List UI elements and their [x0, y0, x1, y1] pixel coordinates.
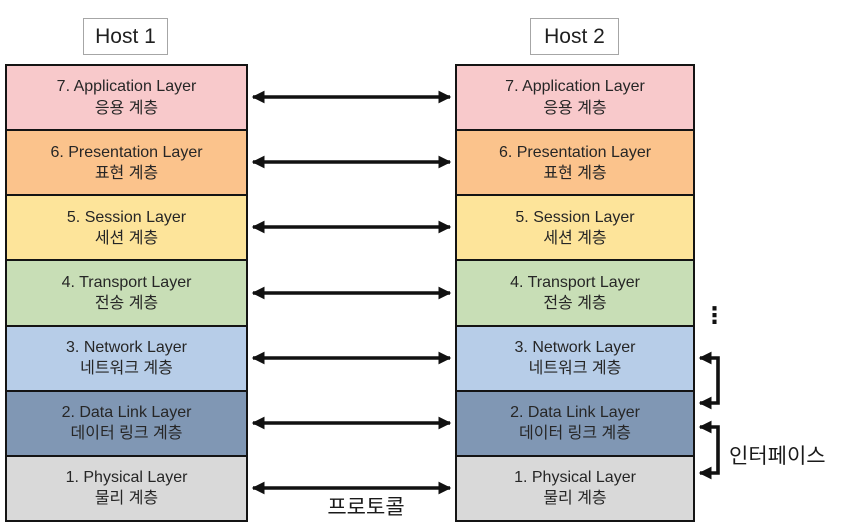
layer-name-ko: 데이터 링크 계층 [519, 425, 631, 443]
host1-layer-network: 3. Network Layer 네트워크 계층 [7, 324, 246, 390]
layer-name-en: 7. Application Layer [56, 78, 197, 96]
layer-name-ko: 물리 계층 [94, 490, 159, 508]
layer-name-en: 3. Network Layer [66, 339, 187, 357]
layer-name-en: 4. Transport Layer [61, 273, 192, 291]
host1-layer-physical: 1. Physical Layer 물리 계층 [7, 454, 246, 520]
layer-name-ko: 전송 계층 [543, 294, 607, 312]
layer-name-en: 5. Session Layer [66, 208, 187, 226]
layer-name-en: 2. Data Link Layer [510, 404, 640, 422]
layer-name-ko: 세션 계층 [94, 229, 159, 247]
layer-name-en: 1. Physical Layer [514, 469, 636, 487]
host1-layer-stack: 7. Application Layer 응용 계층 6. Presentati… [5, 64, 248, 522]
layer-name-ko: 응용 계층 [543, 99, 607, 117]
layer-name-en: 3. Network Layer [514, 339, 636, 357]
host2-layer-stack: 7. Application Layer 응용 계층 6. Presentati… [455, 64, 695, 522]
interface-bracket-network-datalink [698, 351, 720, 410]
host1-layer-application: 7. Application Layer 응용 계층 [7, 66, 246, 130]
host2-layer-datalink: 2. Data Link Layer 데이터 링크 계층 [457, 389, 693, 455]
layer-name-ko: 전송 계층 [94, 294, 159, 312]
layer-name-en: 6. Presentation Layer [498, 143, 652, 161]
host1-layer-datalink: 2. Data Link Layer 데이터 링크 계층 [7, 389, 246, 455]
host1-layer-transport: 4. Transport Layer 전송 계층 [7, 259, 246, 325]
layer-name-ko: 네트워크 계층 [80, 360, 173, 378]
layer-name-en: 6. Presentation Layer [50, 143, 203, 161]
layer-name-en: 2. Data Link Layer [61, 404, 192, 422]
host2-layer-session: 5. Session Layer 세션 계층 [457, 194, 693, 260]
interface-label: 인터페이스 [729, 445, 826, 468]
host1-label: Host 1 [83, 18, 168, 55]
layer-name-en: 7. Application Layer [505, 78, 645, 96]
host1-layer-session: 5. Session Layer 세션 계층 [7, 194, 246, 260]
layer-name-ko: 데이터 링크 계층 [70, 425, 183, 443]
vertical-ellipsis-icon: ⋮ [703, 302, 726, 328]
interface-bracket-datalink-physical [698, 420, 720, 480]
layer-name-en: 1. Physical Layer [65, 469, 188, 487]
host2-label: Host 2 [530, 18, 619, 55]
host2-layer-application: 7. Application Layer 응용 계층 [457, 66, 693, 130]
host2-layer-physical: 1. Physical Layer 물리 계층 [457, 454, 693, 520]
layer-name-ko: 표현 계층 [543, 164, 607, 182]
layer-name-ko: 세션 계층 [543, 229, 607, 247]
host1-label-text: Host 1 [95, 24, 156, 48]
host2-label-text: Host 2 [544, 24, 605, 48]
protocol-label: 프로토콜 [327, 496, 405, 519]
layer-name-ko: 응용 계층 [94, 99, 159, 117]
host2-layer-transport: 4. Transport Layer 전송 계층 [457, 259, 693, 325]
layer-name-en: 4. Transport Layer [510, 273, 640, 291]
layer-name-ko: 네트워크 계층 [528, 360, 622, 378]
host2-layer-network: 3. Network Layer 네트워크 계층 [457, 324, 693, 390]
host1-layer-presentation: 6. Presentation Layer 표현 계층 [7, 129, 246, 195]
layer-name-ko: 표현 계층 [94, 164, 159, 182]
layer-name-en: 5. Session Layer [515, 208, 635, 226]
layer-name-ko: 물리 계층 [543, 490, 607, 508]
host2-layer-presentation: 6. Presentation Layer 표현 계층 [457, 129, 693, 195]
